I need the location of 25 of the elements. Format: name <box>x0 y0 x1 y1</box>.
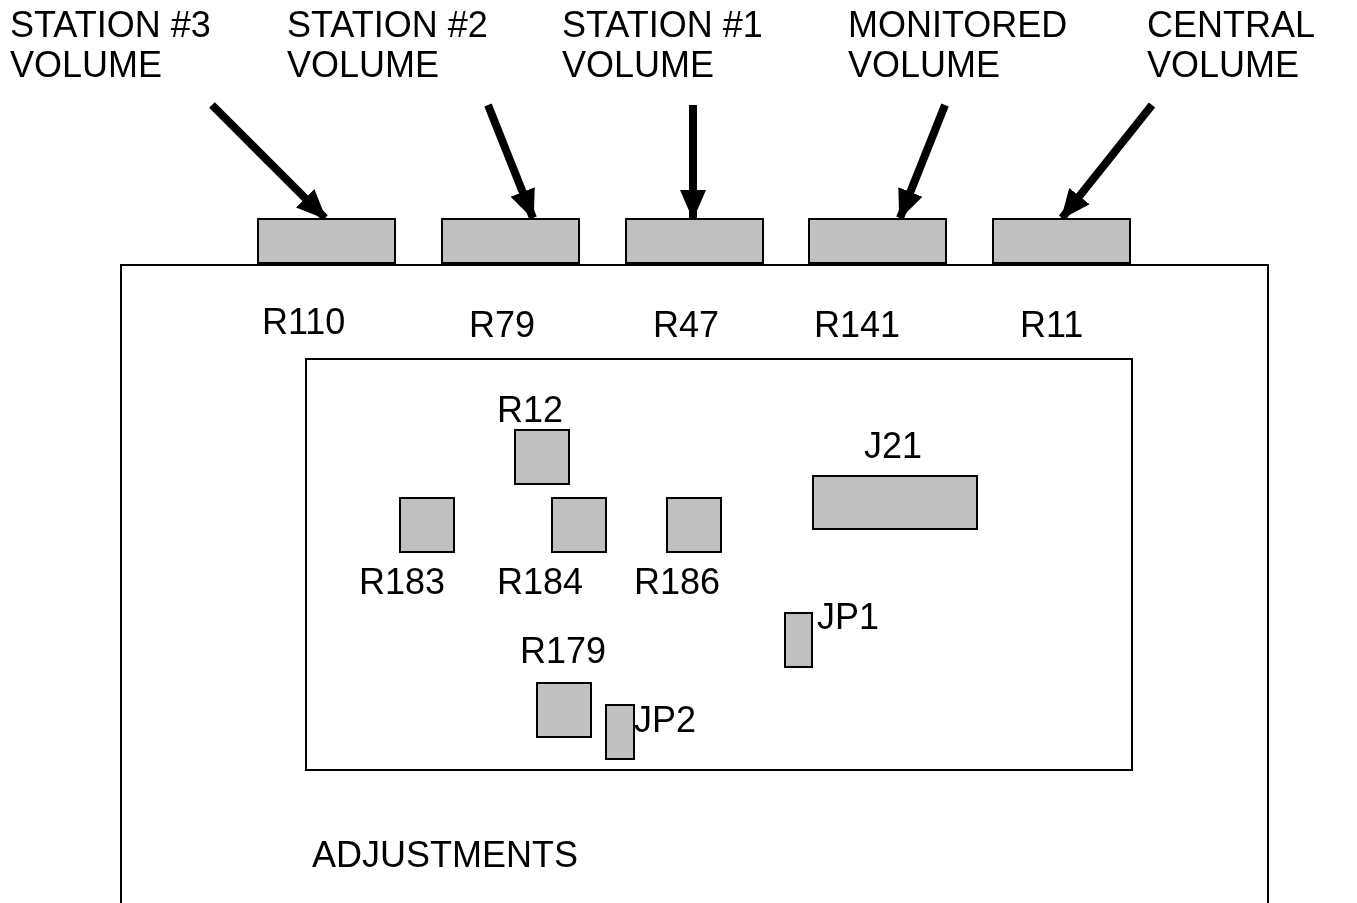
component-label: JP1 <box>817 597 880 637</box>
component-label: R186 <box>634 562 721 602</box>
component-label: J21 <box>864 426 923 466</box>
arrow <box>896 103 949 220</box>
component-label: R11 <box>1020 305 1084 345</box>
arrow <box>484 103 537 220</box>
component-label: R183 <box>359 562 446 602</box>
component-label: R47 <box>653 305 720 345</box>
volume-label: STATION #2 VOLUME <box>287 5 537 85</box>
component-label: JP2 <box>634 700 697 740</box>
board-title: ADJUSTMENTS <box>312 835 578 875</box>
volume-label: STATION #1 VOLUME <box>562 5 812 85</box>
circuit-board <box>120 264 1269 903</box>
component-label: R12 <box>497 390 564 430</box>
component-label: R141 <box>814 305 901 345</box>
component-label: R184 <box>497 562 584 602</box>
inner-panel <box>305 358 1133 771</box>
volume-label: MONITORED VOLUME <box>848 5 1118 85</box>
volume-label: STATION #3 VOLUME <box>10 5 260 85</box>
component-label: R110 <box>262 302 346 342</box>
arrow <box>1058 102 1156 221</box>
component-label: R79 <box>469 305 536 345</box>
arrow <box>209 102 328 221</box>
volume-label: CENTRAL VOLUME <box>1147 5 1347 85</box>
component-label: R179 <box>520 631 607 671</box>
